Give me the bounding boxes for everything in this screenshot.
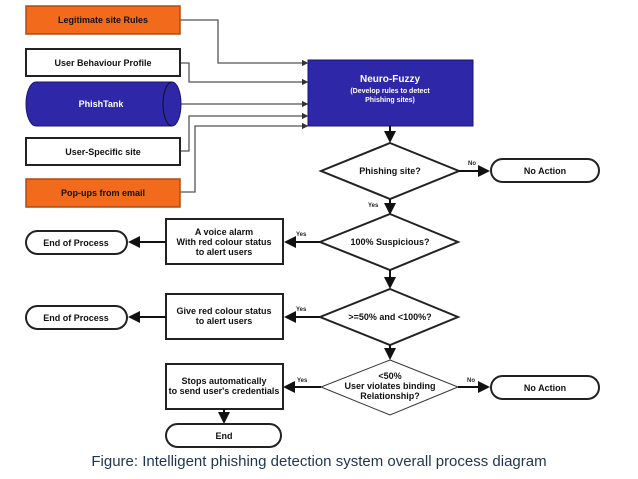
label: End of Process <box>43 313 109 323</box>
input-popups-from-email: Pop-ups from email <box>25 178 181 208</box>
title: Neuro-Fuzzy <box>360 74 420 85</box>
terminal-no-action-2: No Action <box>490 375 600 400</box>
label-line: A voice alarm <box>195 227 253 237</box>
label-line: Relationship? <box>360 391 420 401</box>
label: End of Process <box>43 238 109 248</box>
label: No Action <box>524 383 566 393</box>
terminal-end: End <box>165 423 282 448</box>
edge-label-yes: Yes <box>296 232 307 238</box>
edge-label-yes: Yes <box>368 203 379 209</box>
input-legitimate-site-rules: Legitimate site Rules <box>25 5 181 35</box>
decision-100-suspicious: 100% Suspicious? <box>317 212 461 272</box>
label-line: User violates binding <box>344 381 435 391</box>
label: Pop-ups from email <box>61 188 145 198</box>
label: User-Specific site <box>65 147 141 157</box>
figure-caption: Figure: Intelligent phishing detection s… <box>91 453 547 470</box>
edge-label-yes: Yes <box>296 307 307 313</box>
label: Legitimate site Rules <box>58 15 148 25</box>
input-connectors <box>180 19 309 193</box>
label: >=50% and <100%? <box>348 312 431 322</box>
label: User Behaviour Profile <box>54 58 151 68</box>
edge-label-yes: Yes <box>297 378 308 384</box>
subtitle-line: Phishing sites) <box>365 97 415 104</box>
terminal-end-of-process-2: End of Process <box>25 305 128 330</box>
label-line: to alert users <box>196 316 253 326</box>
decision-binding-relationship: <50% User violates binding Relationship? <box>319 359 460 416</box>
label-line: With red colour status <box>177 237 272 247</box>
action-voice-alarm: A voice alarm With red colour status to … <box>165 218 284 265</box>
label: Phishing site? <box>359 166 421 176</box>
label: 100% Suspicious? <box>350 237 429 247</box>
action-stops-credentials: Stops automatically to send user's crede… <box>165 363 284 410</box>
subtitle-line: (Develop rules to detect <box>350 88 430 95</box>
edge-label-no: No <box>468 161 476 167</box>
terminal-no-action-1: No Action <box>490 158 600 183</box>
input-user-specific-site: User-Specific site <box>25 137 181 166</box>
label-line: Stops automatically <box>181 376 266 386</box>
neuro-fuzzy-process: Neuro-Fuzzy (Develop rules to detect Phi… <box>307 59 474 127</box>
label-line: to send user's credentials <box>169 386 280 396</box>
label: PhishTank <box>79 99 125 109</box>
label: No Action <box>524 166 566 176</box>
label-line: to alert users <box>196 247 253 257</box>
terminal-end-of-process-1: End of Process <box>25 230 128 255</box>
action-red-status: Give red colour status to alert users <box>165 293 284 340</box>
decision-50-to-100: >=50% and <100%? <box>317 287 461 347</box>
label-line: Give red colour status <box>176 306 271 316</box>
edge-label-no: No <box>467 378 475 384</box>
input-user-behaviour-profile: User Behaviour Profile <box>25 48 181 77</box>
label-line: <50% <box>378 371 401 381</box>
label: End <box>216 431 233 441</box>
decision-phishing-site: Phishing site? <box>318 141 462 201</box>
input-phishtank-database: PhishTank <box>25 81 182 127</box>
